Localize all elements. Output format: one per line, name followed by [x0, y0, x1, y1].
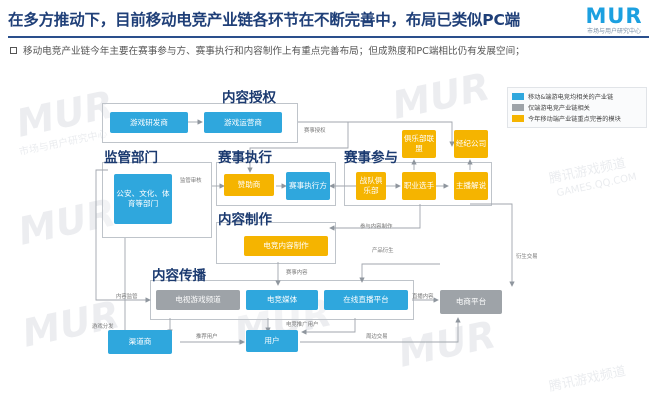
title-divider — [8, 36, 649, 38]
legend: 移动&端游电竞均相关的产业链 仅端游电竞产业链相关 今年移动端产业链重点完善的模… — [507, 87, 647, 128]
node-sponsor: 赞助商 — [224, 174, 274, 196]
edge-label: 赛事内容 — [286, 270, 308, 276]
node-user: 用户 — [246, 330, 298, 352]
edge-label: 产品衍生 — [372, 248, 394, 254]
node-content-maker: 电竞内容制作 — [244, 236, 328, 256]
legend-item: 今年移动端产业链重点完善的模块 — [512, 113, 642, 124]
node-team-club: 战队俱乐部 — [356, 172, 386, 200]
legend-label: 移动&端游电竞均相关的产业链 — [528, 94, 614, 101]
section-label-participation: 赛事参与 — [344, 150, 398, 166]
summary-text: 移动电竞产业链今年主要在赛事参与方、赛事执行和内容制作上有重点完善布局；但成熟度… — [23, 46, 525, 57]
node-game-developer: 游戏研发商 — [110, 112, 188, 133]
node-agency: 经纪公司 — [454, 130, 488, 158]
node-esports-media: 电竞媒体 — [246, 290, 318, 310]
node-club-league: 俱乐部联盟 — [402, 130, 436, 158]
legend-item: 仅端游电竞产业链相关 — [512, 102, 642, 113]
node-event-executor: 赛事执行方 — [286, 172, 330, 200]
legend-swatch-gray — [512, 104, 524, 111]
node-regulator: 公安、文化、体育等部门 — [114, 174, 172, 224]
section-label-regulation: 监管部门 — [104, 150, 158, 166]
summary-line: 移动电竞产业链今年主要在赛事参与方、赛事执行和内容制作上有重点完善布局；但成熟度… — [10, 43, 650, 57]
brand-logo: MUR 市场与用户研究中心 — [583, 4, 645, 36]
section-label-distribution: 内容传播 — [152, 268, 206, 284]
edge-label: 推荐用户 — [196, 334, 218, 340]
edge-label: 直播内容 — [412, 294, 434, 300]
edge-label: 游戏分发 — [92, 324, 114, 330]
section-label-production: 内容制作 — [218, 212, 272, 228]
node-game-operator: 游戏运营商 — [204, 112, 282, 133]
edge-label: 监管审核 — [180, 178, 202, 184]
node-live-platform: 在线直播平台 — [324, 290, 408, 310]
edge-label: 内容监管 — [116, 294, 138, 300]
edge-label: 周边交易 — [366, 334, 388, 340]
section-label-execution: 赛事执行 — [218, 150, 272, 166]
legend-swatch-yellow — [512, 115, 524, 122]
bullet-square-icon — [10, 47, 17, 54]
node-commentator: 主播解说 — [454, 172, 488, 200]
legend-item: 移动&端游电竞均相关的产业链 — [512, 91, 642, 102]
logo-subtitle: 市场与用户研究中心 — [586, 28, 641, 35]
section-label-authorization: 内容授权 — [222, 90, 276, 106]
legend-label: 仅端游电竞产业链相关 — [528, 105, 590, 112]
node-channel: 渠道商 — [108, 330, 172, 354]
node-pro-player: 职业选手 — [402, 172, 436, 200]
node-ecommerce: 电商平台 — [440, 290, 502, 314]
page-title: 在多方推动下，目前移动电竞产业链各环节在不断完善中，布局已类似PC端 — [8, 11, 520, 29]
node-tv-game-channel: 电视游戏频道 — [156, 290, 240, 310]
edge-label: 衍生交易 — [516, 254, 538, 260]
edge-label: 赛事授权 — [304, 128, 326, 134]
legend-swatch-blue — [512, 93, 524, 100]
legend-label: 今年移动端产业链重点完善的模块 — [528, 116, 621, 123]
edge-label: 参与内容制作 — [360, 224, 393, 230]
edge-label: 电竞推广用户 — [286, 322, 319, 328]
logo-text: MUR — [585, 4, 643, 28]
